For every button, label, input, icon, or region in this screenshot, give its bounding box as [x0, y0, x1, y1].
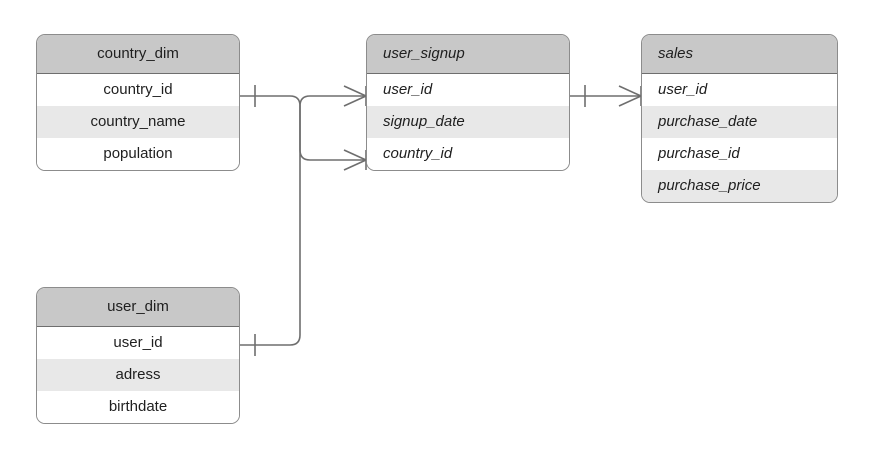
attribute-row[interactable]: purchase_id — [642, 138, 837, 170]
attribute-row[interactable]: country_id — [367, 138, 569, 170]
entity-title-user-dim: user_dim — [37, 288, 239, 327]
entity-sales[interactable]: sales user_id purchase_date purchase_id … — [641, 34, 838, 203]
attribute-row[interactable]: signup_date — [367, 106, 569, 138]
entity-title-country-dim: country_dim — [37, 35, 239, 74]
entity-title-user-signup: user_signup — [367, 35, 569, 74]
entity-country-dim[interactable]: country_dim country_id country_name popu… — [36, 34, 240, 171]
attribute-row[interactable]: user_id — [37, 327, 239, 359]
attribute-row[interactable]: purchase_date — [642, 106, 837, 138]
cardinality-many-user-signup-user-id — [343, 85, 367, 107]
cardinality-many-sales-user-id — [618, 85, 642, 107]
attribute-row[interactable]: purchase_price — [642, 170, 837, 202]
attribute-row[interactable]: user_id — [642, 74, 837, 106]
entity-user-dim[interactable]: user_dim user_id adress birthdate — [36, 287, 240, 424]
entity-user-signup[interactable]: user_signup user_id signup_date country_… — [366, 34, 570, 171]
connector-user-dim-to-user-signup — [240, 95, 366, 346]
attribute-row[interactable]: population — [37, 138, 239, 170]
entity-title-sales: sales — [642, 35, 837, 74]
attribute-row[interactable]: adress — [37, 359, 239, 391]
attribute-row[interactable]: birthdate — [37, 391, 239, 423]
attribute-row[interactable]: country_id — [37, 74, 239, 106]
attribute-row[interactable]: user_id — [367, 74, 569, 106]
connector-country-dim-to-user-signup — [240, 95, 366, 161]
attribute-row[interactable]: country_name — [37, 106, 239, 138]
cardinality-many-user-signup-country-id — [343, 149, 367, 171]
